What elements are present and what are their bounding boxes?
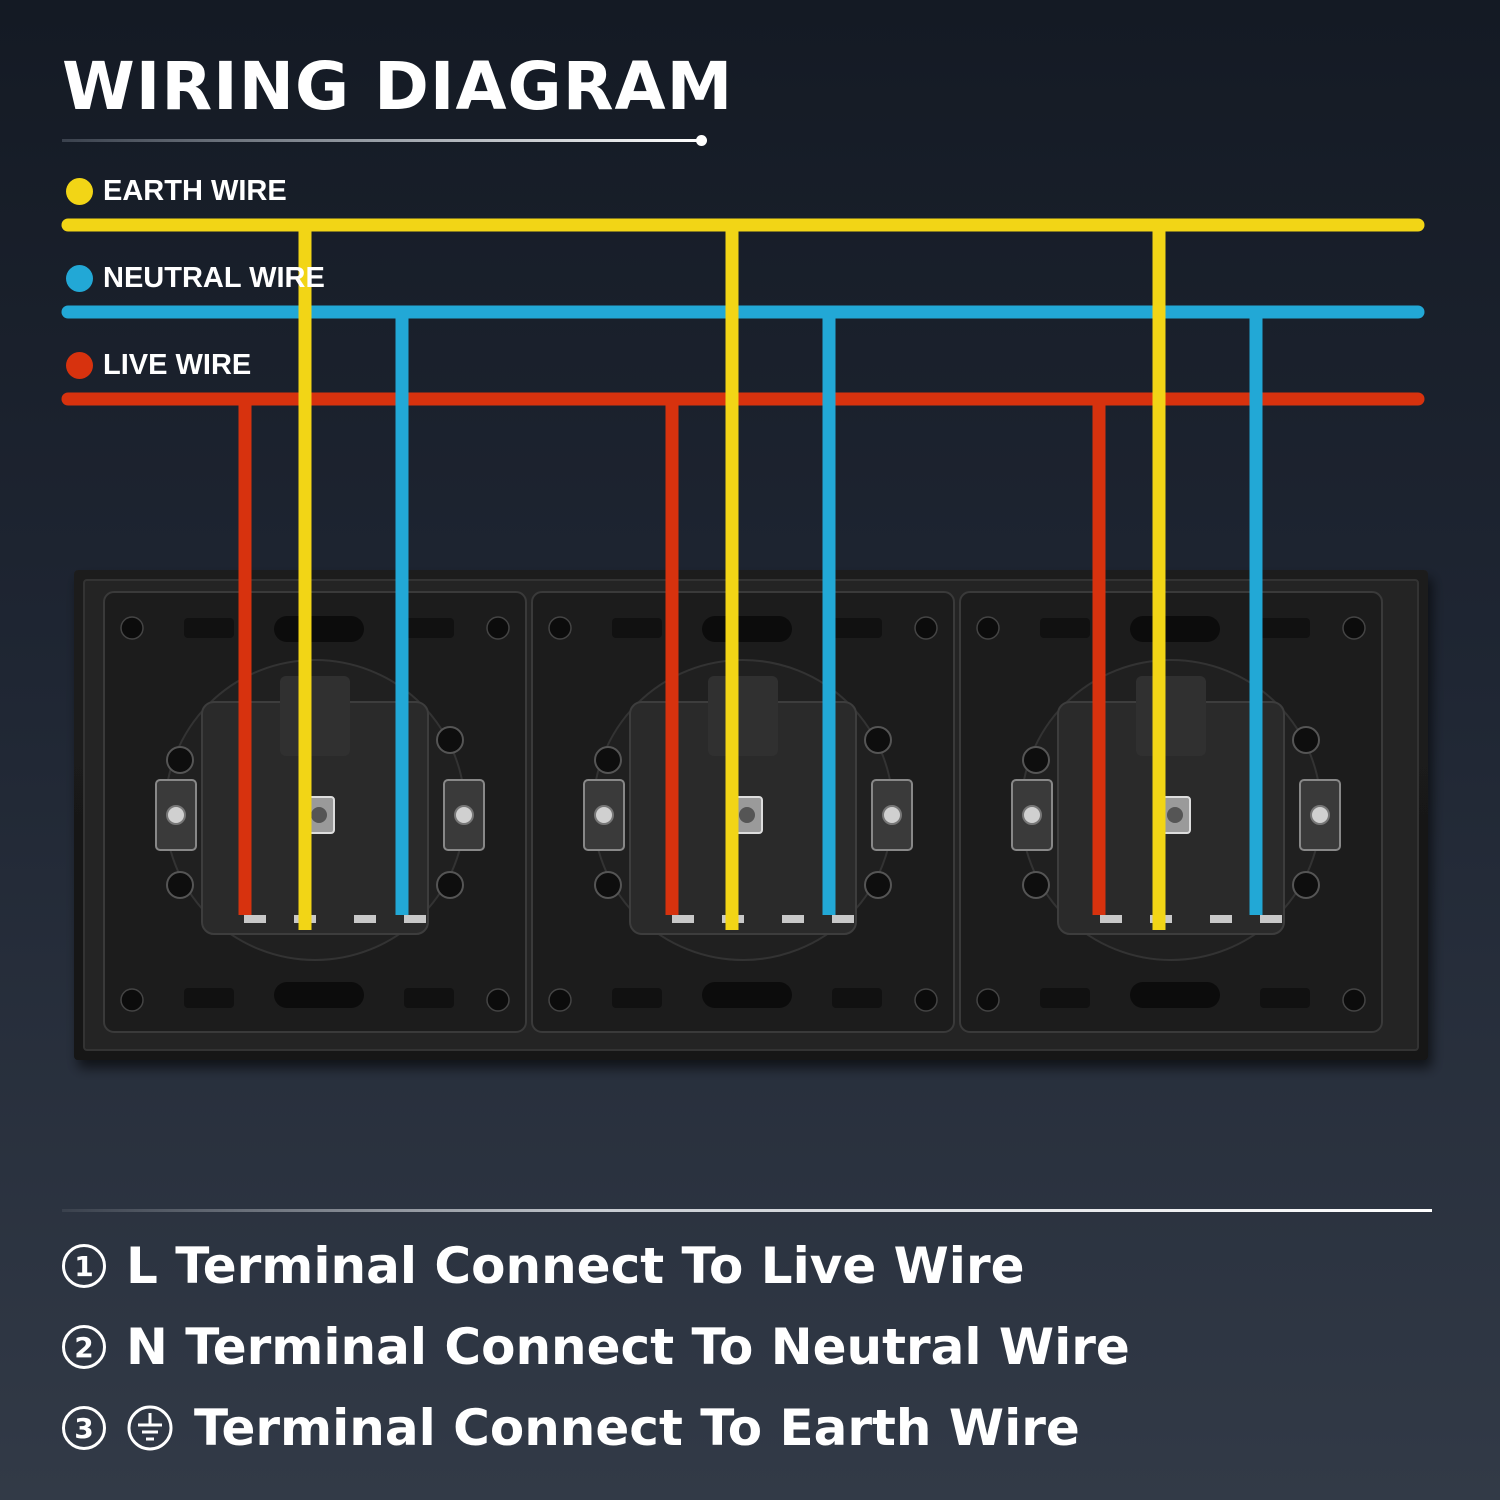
mount-hole bbox=[486, 988, 510, 1012]
earth-dot bbox=[66, 177, 93, 205]
mount-hole bbox=[914, 988, 938, 1012]
screw bbox=[166, 871, 194, 899]
mount-slot bbox=[702, 982, 792, 1008]
side-slot bbox=[1260, 618, 1310, 638]
screw bbox=[864, 871, 892, 899]
instruction-neutral: 2 N Terminal Connect To Neutral Wire bbox=[62, 1314, 1130, 1380]
terminal-tab bbox=[672, 915, 694, 923]
side-slot bbox=[832, 618, 882, 638]
legend-earth-label: EARTH WIRE bbox=[103, 174, 287, 207]
mount-hole bbox=[548, 988, 572, 1012]
title-underline-dot bbox=[696, 135, 707, 146]
mount-hole bbox=[1342, 616, 1366, 640]
legend-live: LIVE WIRE bbox=[66, 348, 252, 381]
mount-hole bbox=[976, 988, 1000, 1012]
earth-clip bbox=[1136, 676, 1206, 756]
terminal-screw bbox=[1022, 805, 1042, 825]
screw bbox=[1292, 726, 1320, 754]
socket-module bbox=[959, 591, 1383, 1033]
terminal-tab bbox=[244, 915, 266, 923]
terminal-tab bbox=[1260, 915, 1282, 923]
mount-hole bbox=[486, 616, 510, 640]
terminal-tab bbox=[1100, 915, 1122, 923]
side-slot bbox=[184, 618, 234, 638]
terminal-screw bbox=[1310, 805, 1330, 825]
earth-screw-center bbox=[1167, 807, 1183, 823]
screw bbox=[1022, 746, 1050, 774]
earth-clip bbox=[280, 676, 350, 756]
side-slot bbox=[184, 988, 234, 1008]
neutral-dot bbox=[66, 264, 93, 292]
side-slot bbox=[1040, 618, 1090, 638]
screw bbox=[166, 746, 194, 774]
terminal-screw bbox=[166, 805, 186, 825]
legend-live-label: LIVE WIRE bbox=[103, 348, 252, 381]
live-dot bbox=[66, 351, 93, 379]
instruction-text: Terminal Connect To Earth Wire bbox=[194, 1399, 1080, 1457]
earth-icon bbox=[127, 1405, 173, 1451]
instruction-live: 1 L Terminal Connect To Live Wire bbox=[62, 1233, 1025, 1299]
side-slot bbox=[612, 618, 662, 638]
mount-hole bbox=[976, 616, 1000, 640]
mount-hole bbox=[1342, 988, 1366, 1012]
instruction-text: N Terminal Connect To Neutral Wire bbox=[126, 1318, 1130, 1376]
legend-earth: EARTH WIRE bbox=[66, 174, 287, 207]
socket-module bbox=[103, 591, 527, 1033]
mount-slot bbox=[1130, 616, 1220, 642]
screw bbox=[1292, 871, 1320, 899]
side-slot bbox=[1260, 988, 1310, 1008]
title-underline bbox=[62, 139, 702, 142]
number-badge: 1 bbox=[62, 1244, 106, 1288]
side-slot bbox=[1040, 988, 1090, 1008]
legend-neutral: NEUTRAL WIRE bbox=[66, 261, 325, 294]
socket-module bbox=[531, 591, 955, 1033]
screw bbox=[594, 871, 622, 899]
legend-neutral-label: NEUTRAL WIRE bbox=[103, 261, 325, 294]
screw bbox=[436, 871, 464, 899]
instructions-divider bbox=[62, 1209, 1432, 1212]
terminal-tab bbox=[832, 915, 854, 923]
terminal-screw bbox=[594, 805, 614, 825]
earth-screw-center bbox=[739, 807, 755, 823]
mount-slot bbox=[274, 982, 364, 1008]
side-slot bbox=[404, 618, 454, 638]
instruction-text: L Terminal Connect To Live Wire bbox=[126, 1237, 1025, 1295]
mount-hole bbox=[914, 616, 938, 640]
mount-hole bbox=[120, 988, 144, 1012]
instruction-earth: 3 Terminal Connect To Earth Wire bbox=[62, 1395, 1080, 1461]
number-badge: 3 bbox=[62, 1406, 106, 1450]
terminal-tab bbox=[1210, 915, 1232, 923]
terminal-tab bbox=[782, 915, 804, 923]
mount-slot bbox=[274, 616, 364, 642]
mount-slot bbox=[1130, 982, 1220, 1008]
terminal-screw bbox=[454, 805, 474, 825]
screw bbox=[1022, 871, 1050, 899]
earth-clip bbox=[708, 676, 778, 756]
earth-screw-center bbox=[311, 807, 327, 823]
side-slot bbox=[832, 988, 882, 1008]
screw bbox=[436, 726, 464, 754]
diagram-title: WIRING DIAGRAM bbox=[62, 48, 734, 125]
terminal-tab bbox=[404, 915, 426, 923]
side-slot bbox=[612, 988, 662, 1008]
screw bbox=[594, 746, 622, 774]
screw bbox=[864, 726, 892, 754]
side-slot bbox=[404, 988, 454, 1008]
number-badge: 2 bbox=[62, 1325, 106, 1369]
terminal-tab bbox=[354, 915, 376, 923]
mount-hole bbox=[548, 616, 572, 640]
mount-hole bbox=[120, 616, 144, 640]
terminal-screw bbox=[882, 805, 902, 825]
mount-slot bbox=[702, 616, 792, 642]
